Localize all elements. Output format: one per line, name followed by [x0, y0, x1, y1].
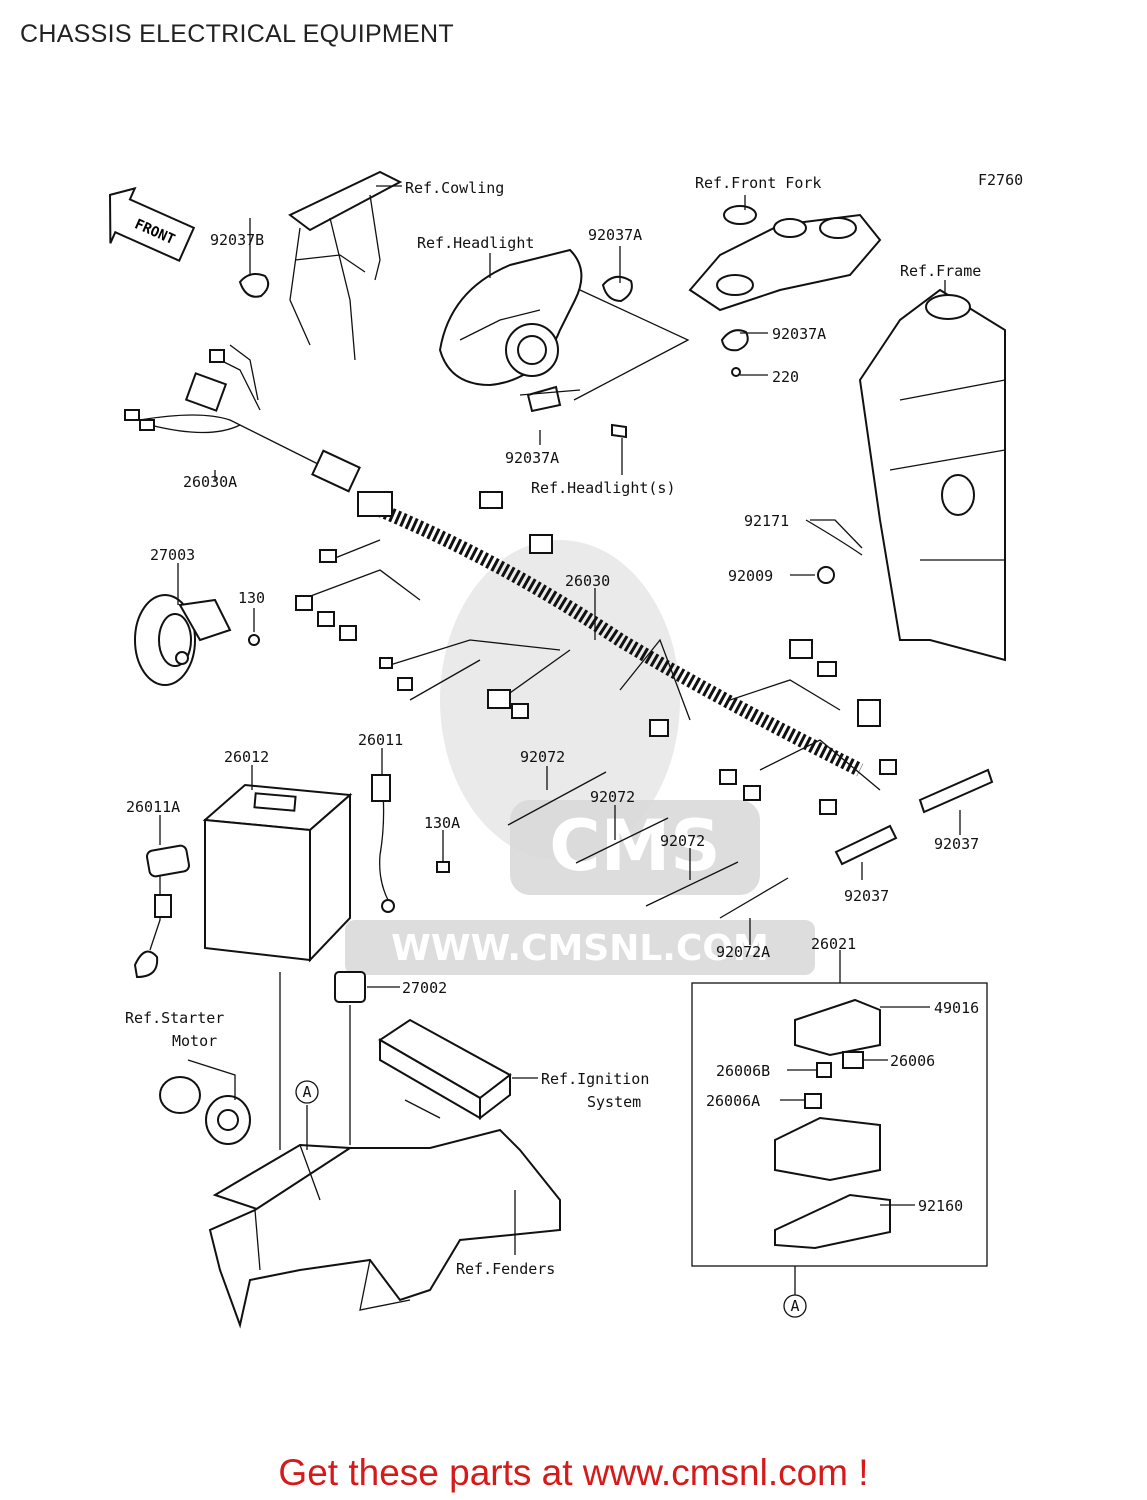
leader-lines: [159, 185, 961, 1295]
fuse-box-assembly: [691, 982, 988, 1267]
wire-92171: [805, 519, 863, 556]
headlight-assembly: [438, 248, 583, 387]
circle-a-left-text: A: [302, 1083, 311, 1101]
plate-92037-right: [918, 768, 994, 814]
bolt-130A: [436, 861, 450, 873]
relay-27002: [334, 971, 366, 1003]
circle-a-right: A: [783, 1294, 807, 1318]
label-26011A: 26011A: [126, 798, 180, 816]
label-26021: 26021: [811, 935, 856, 953]
label-26030A: 26030A: [183, 473, 237, 491]
label-ref-frame: Ref.Frame: [900, 262, 981, 280]
footer-promo-text[interactable]: Get these parts at www.cmsnl.com !: [278, 1452, 869, 1493]
label-ref-headlights: Ref.Headlight(s): [531, 479, 676, 497]
label-ref-starter-1: Ref.Starter: [125, 1009, 224, 1027]
label-27002: 27002: [402, 979, 447, 997]
label-92037B: 92037B: [210, 231, 264, 249]
label-ref-ignition-2: System: [587, 1093, 641, 1111]
label-26011: 26011: [358, 731, 403, 749]
ignition-unit: [378, 1018, 512, 1121]
parts-diagram: CMS WWW.CMSNL.COM FRONT: [109, 170, 1023, 1329]
bolt-130: [248, 634, 260, 646]
label-ref-headlight: Ref.Headlight: [417, 234, 534, 252]
label-92037A-top: 92037A: [588, 226, 642, 244]
cable-26011: [371, 774, 395, 913]
part-labels: F2760 Ref.Cowling Ref.Front Fork 92037B …: [125, 171, 1023, 1278]
label-92037-right: 92037: [934, 835, 979, 853]
battery-26012: [202, 783, 353, 963]
circle-a-left: A: [295, 1080, 319, 1104]
clip-92037A-fork: [720, 329, 749, 352]
label-26006A: 26006A: [706, 1092, 760, 1110]
label-92072-b: 92072: [590, 788, 635, 806]
label-49016: 49016: [934, 999, 979, 1017]
cowling-bracket: [288, 170, 403, 361]
label-ref-starter-2: Motor: [172, 1032, 217, 1050]
front-fork-clamp: [688, 205, 882, 312]
bolt-220: [731, 367, 741, 377]
label-92009: 92009: [728, 567, 773, 585]
plate-92037-left: [834, 824, 898, 866]
cmsnl-watermark: CMS WWW.CMSNL.COM: [345, 540, 815, 975]
label-26006: 26006: [890, 1052, 935, 1070]
main-harness-26030: [295, 491, 897, 815]
label-26030: 26030: [565, 572, 610, 590]
horn-27003: [134, 594, 232, 686]
label-ref-fenders: Ref.Fenders: [456, 1260, 555, 1278]
circle-a-right-text: A: [790, 1297, 799, 1315]
fender-battery-box: [208, 1128, 561, 1329]
label-26012: 26012: [224, 748, 269, 766]
label-92037-left: 92037: [844, 887, 889, 905]
figure-code: F2760: [978, 171, 1023, 189]
label-27003: 27003: [150, 546, 195, 564]
ties-92072: [507, 771, 789, 919]
clip-92037B: [238, 273, 270, 298]
label-92072-a: 92072: [520, 748, 565, 766]
label-130A: 130A: [424, 814, 460, 832]
starter-motor-relay: [159, 1076, 251, 1145]
label-ref-ignition-1: Ref.Ignition: [541, 1070, 649, 1088]
label-26006B: 26006B: [716, 1062, 770, 1080]
label-92072-c: 92072: [660, 832, 705, 850]
label-ref-cowling: Ref.Cowling: [405, 179, 504, 197]
label-130: 130: [238, 589, 265, 607]
label-92171: 92171: [744, 512, 789, 530]
clip-92037A-bottom: [526, 385, 562, 413]
watermark-url-text: WWW.CMSNL.COM: [391, 928, 769, 969]
watermark-logo-text: CMS: [549, 805, 720, 887]
bolt-headlight: [611, 423, 627, 439]
screw-92009: [817, 566, 835, 584]
cable-26011A: [133, 844, 191, 979]
label-92037A-fork: 92037A: [772, 325, 826, 343]
label-220: 220: [772, 368, 799, 386]
label-92037A-bottom: 92037A: [505, 449, 559, 467]
label-92160: 92160: [918, 1197, 963, 1215]
front-arrow: FRONT: [109, 186, 196, 263]
label-ref-front-fork: Ref.Front Fork: [695, 174, 821, 192]
clip-92037A-top: [601, 275, 633, 303]
page-title: CHASSIS ELECTRICAL EQUIPMENT: [20, 20, 454, 48]
label-92072A: 92072A: [716, 943, 770, 961]
sub-harness-26030A: [124, 344, 361, 493]
frame-section: [858, 288, 1006, 662]
